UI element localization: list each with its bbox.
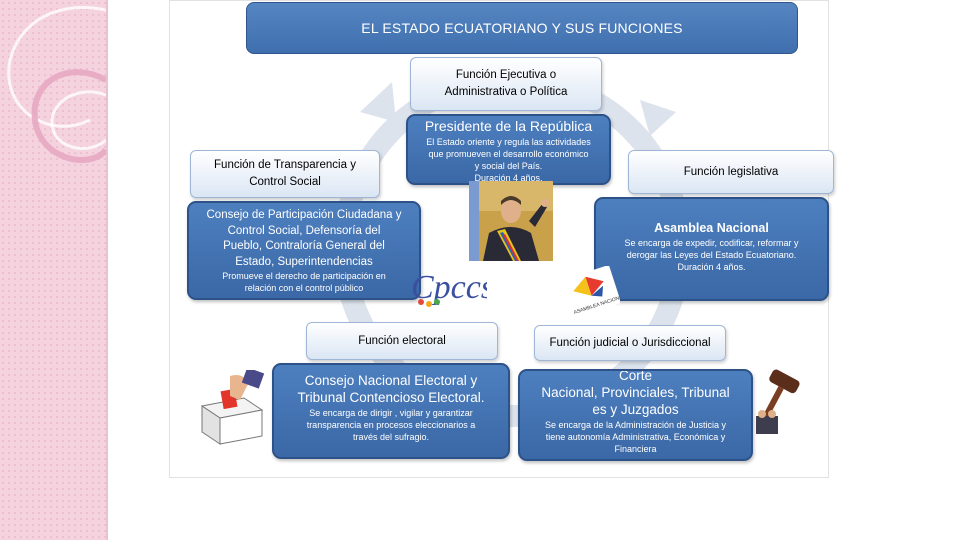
judicial-desc-3: Financiera — [614, 443, 657, 454]
label-transparencia-line1: Función de Transparencia y — [214, 159, 356, 172]
cpccs-heading-4: Estado, Superintendencias — [235, 255, 373, 268]
asamblea-desc-2: derogar las Leyes del Estado Ecuatoriano… — [626, 249, 797, 260]
presidente-desc-2: que promueven el desarrollo económico — [428, 148, 589, 159]
box-consejo-participacion: Consejo de Participación Ciudadana y Con… — [187, 201, 421, 300]
gavel-icon — [752, 368, 816, 438]
asamblea-logo: ASAMBLEA NACIONAL — [559, 264, 626, 320]
label-funcion-electoral: Función electoral — [306, 322, 498, 360]
diagram-title: EL ESTADO ECUATORIANO Y SUS FUNCIONES — [246, 2, 798, 54]
presidente-desc-3: y social del País. — [474, 160, 543, 171]
electoral-desc-2: transparencia en procesos eleccionarios … — [306, 419, 476, 430]
box-consejo-electoral: Consejo Nacional Electoral y Tribunal Co… — [272, 363, 510, 459]
presidente-desc-4: Duración 4 años. — [474, 172, 543, 183]
judicial-heading-2: Nacional, Provinciales, Tribunal — [541, 384, 730, 400]
electoral-desc-3: través del sufragio. — [352, 432, 430, 443]
cpccs-heading-2: Control Social, Defensoría del — [227, 224, 381, 237]
electoral-heading-2: Tribunal Contencioso Electoral. — [297, 389, 485, 405]
president-photo — [469, 181, 553, 261]
cpccs-logo-text: Cpccs — [411, 269, 487, 306]
ballot-box-icon — [196, 367, 268, 446]
cycle-arrow-1 — [360, 82, 396, 122]
box-asamblea-nacional: Asamblea Nacional Se encarga de expedir,… — [594, 197, 829, 301]
label-ejecutiva-line2: Administrativa o Política — [444, 86, 568, 98]
electoral-heading-1: Consejo Nacional Electoral y — [304, 373, 478, 388]
label-funcion-judicial: Función judicial o Jurisdiccional — [534, 325, 726, 361]
asamblea-desc-3: Duración 4 años. — [677, 261, 746, 272]
decorative-sidebar — [0, 0, 108, 540]
asamblea-desc-1: Se encarga de expedir, codificar, reform… — [624, 237, 799, 248]
label-funcion-ejecutiva: Función Ejecutiva o Administrativa o Pol… — [410, 57, 602, 111]
presidente-heading: Presidente de la República — [424, 118, 593, 134]
cpccs-heading-3: Pueblo, Contraloría General del — [223, 240, 385, 253]
judicial-heading-1: Corte — [618, 369, 652, 383]
judicial-desc-1: Se encarga de la Administración de Justi… — [544, 419, 727, 430]
presidente-desc-1: El Estado oriente y regula las actividad… — [426, 136, 591, 147]
cpccs-desc-1: Promueve el derecho de participación en — [222, 271, 386, 282]
label-funcion-legislativa: Función legislativa — [628, 150, 834, 194]
cycle-arrow-2 — [640, 100, 676, 136]
cpccs-desc-2: relación con el control público — [244, 283, 364, 294]
box-corte-nacional: Corte Nacional, Provinciales, Tribunal e… — [518, 369, 753, 461]
asamblea-heading: Asamblea Nacional — [654, 221, 769, 235]
cpccs-logo: Cpccs — [407, 258, 494, 310]
box-presidente: Presidente de la República El Estado ori… — [406, 114, 611, 185]
judicial-heading-3: es y Juzgados — [592, 401, 679, 417]
label-funcion-transparencia: Función de Transparencia y Control Socia… — [190, 150, 380, 198]
decorative-swirl — [7, 5, 106, 163]
cpccs-heading-1: Consejo de Participación Ciudadana y — [206, 209, 402, 221]
label-transparencia-line2: Control Social — [249, 176, 321, 188]
electoral-desc-1: Se encarga de dirigir , vigilar y garant… — [309, 407, 473, 418]
label-ejecutiva-line1: Función Ejecutiva o — [455, 69, 557, 82]
judicial-desc-2: tiene autonomía Administrativa, Económic… — [545, 431, 726, 442]
